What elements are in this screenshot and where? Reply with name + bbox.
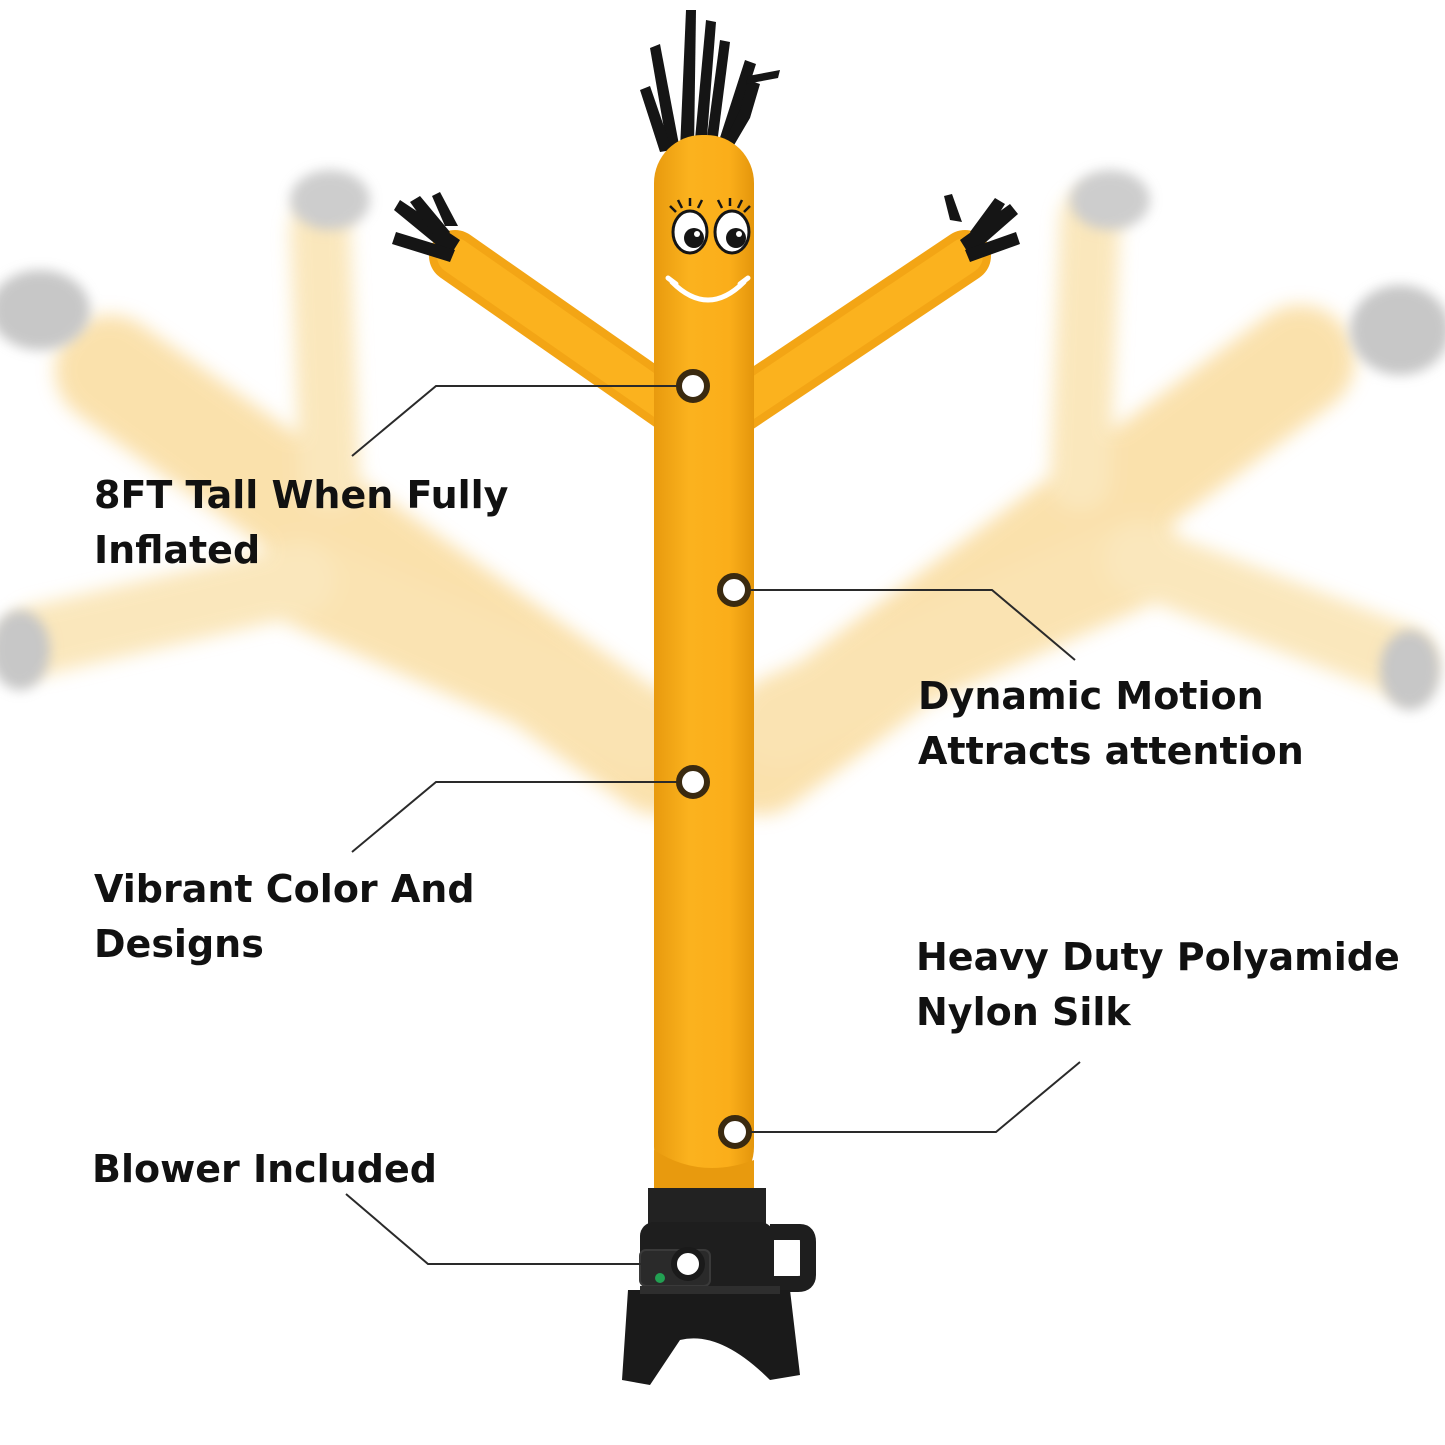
marker-color — [676, 765, 710, 799]
left-arm — [392, 192, 716, 446]
callout-color-line1: Vibrant Color And — [94, 867, 475, 911]
leader-lines — [345, 385, 1081, 1265]
ghost-streamers — [0, 170, 1445, 710]
leader-color — [351, 781, 693, 853]
head-streamers — [640, 10, 780, 152]
right-arm-streamers — [944, 194, 1020, 262]
callout-color: Vibrant Color And Designs — [94, 862, 475, 972]
leader-height — [351, 385, 693, 457]
leader-motion — [734, 589, 1076, 661]
ghost-arms-right — [705, 190, 1435, 815]
motion-blur-ghosts — [0, 170, 1445, 815]
blower-handle — [770, 1224, 816, 1292]
marker-blower — [671, 1247, 705, 1281]
ghost-arms-left — [5, 200, 715, 815]
callout-material-line1: Heavy Duty Polyamide — [916, 935, 1400, 979]
marker-height — [676, 369, 710, 403]
leader-blower — [345, 1193, 688, 1265]
smile — [669, 279, 747, 303]
callout-color-line2: Designs — [94, 922, 264, 966]
callout-material: Heavy Duty Polyamide Nylon Silk — [916, 930, 1400, 1040]
callout-height-line1: 8FT Tall When Fully — [94, 473, 509, 517]
callout-material-line2: Nylon Silk — [916, 990, 1131, 1034]
callout-blower: Blower Included — [92, 1142, 437, 1197]
tube-body — [654, 135, 754, 1195]
marker-motion — [717, 573, 751, 607]
callout-motion: Dynamic Motion Attracts attention — [918, 669, 1304, 779]
callout-blower-line1: Blower Included — [92, 1147, 437, 1191]
blower-switch — [655, 1273, 665, 1283]
callout-motion-line1: Dynamic Motion — [918, 674, 1264, 718]
leader-material — [735, 1061, 1081, 1133]
left-arm-streamers — [392, 192, 460, 262]
callout-markers — [671, 369, 752, 1281]
callout-height-line2: Inflated — [94, 528, 261, 572]
marker-material — [718, 1115, 752, 1149]
blower-fan-unit — [622, 1188, 816, 1385]
callout-motion-line2: Attracts attention — [918, 729, 1304, 773]
right-arm — [694, 194, 1020, 446]
callout-height: 8FT Tall When Fully Inflated — [94, 468, 508, 578]
smiley-face — [665, 198, 751, 303]
